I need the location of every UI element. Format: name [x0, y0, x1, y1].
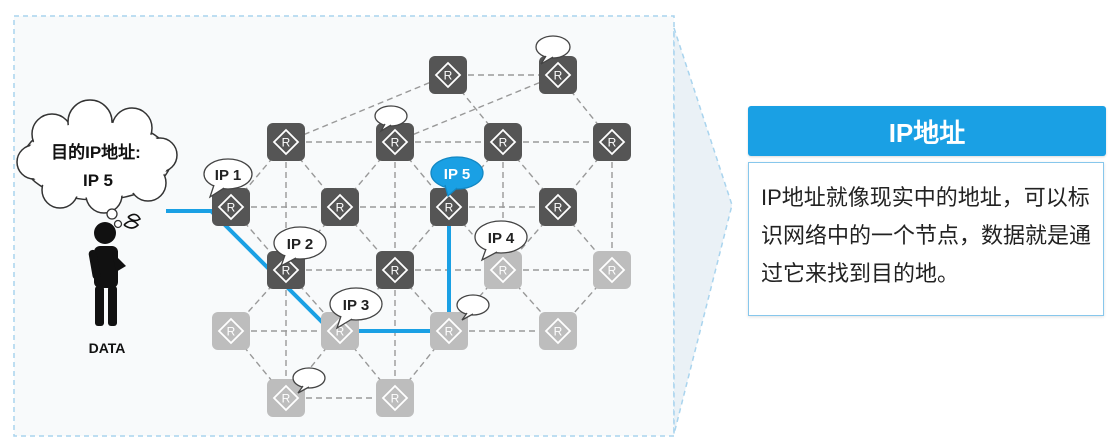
- router-glyph: R: [444, 69, 453, 83]
- router-glyph: R: [608, 136, 617, 150]
- router-glyph: R: [445, 201, 454, 215]
- router-icon: R: [212, 188, 250, 226]
- hop-label-ip2-text: IP 2: [287, 236, 313, 253]
- router-icon: R: [267, 379, 305, 417]
- router-icon: R: [321, 312, 359, 350]
- hop-label-ip1-text: IP 1: [215, 167, 241, 184]
- router-icon: R: [267, 251, 305, 289]
- router-glyph: R: [391, 264, 400, 278]
- hop-label-ip3-text: IP 3: [343, 297, 369, 314]
- router-glyph: R: [336, 325, 345, 339]
- router-glyph: R: [554, 201, 563, 215]
- router-icon: R: [484, 123, 522, 161]
- router-glyph: R: [282, 392, 291, 406]
- router-glyph: R: [282, 264, 291, 278]
- router-icon: R: [429, 56, 467, 94]
- hop-label-ip5: IP 5: [430, 156, 484, 198]
- hop-label-ip4: IP 4: [474, 220, 528, 262]
- router-icon: R: [484, 251, 522, 289]
- router-glyph: R: [554, 69, 563, 83]
- empty-bubble: [535, 35, 571, 65]
- routers: R R R R R R R R R R R R R R R R R R R R: [212, 56, 631, 417]
- router-glyph: R: [608, 264, 617, 278]
- info-panel-body: IP地址就像现实中的地址，可以标识网络中的一个节点，数据就是通过它来找到目的地。: [748, 162, 1104, 316]
- router-glyph: R: [282, 136, 291, 150]
- router-icon: R: [376, 123, 414, 161]
- router-icon: R: [539, 188, 577, 226]
- thought-line-1: 目的IP地址:: [51, 142, 141, 162]
- router-glyph: R: [499, 264, 508, 278]
- empty-bubble: [456, 294, 490, 321]
- thought-line-2: IP 5: [83, 171, 113, 190]
- empty-bubble: [374, 105, 408, 133]
- router-glyph: R: [445, 325, 454, 339]
- info-panel-title: IP地址: [748, 106, 1106, 156]
- router-icon: R: [539, 312, 577, 350]
- hop-label-ip2: IP 2: [273, 226, 327, 268]
- router-glyph: R: [554, 325, 563, 339]
- router-glyph: R: [391, 392, 400, 406]
- empty-bubbles: [292, 35, 571, 394]
- router-icon: R: [212, 312, 250, 350]
- empty-bubble: [292, 367, 326, 394]
- router-icon: R: [539, 56, 577, 94]
- person-label: DATA: [89, 340, 126, 356]
- router-icon: R: [430, 188, 468, 226]
- router-icon: R: [593, 123, 631, 161]
- router-icon: R: [267, 123, 305, 161]
- person-figure: [88, 213, 142, 326]
- router-glyph: R: [336, 201, 345, 215]
- router-glyph: R: [227, 325, 236, 339]
- thought-cloud: 目的IP地址: IP 5: [16, 99, 178, 229]
- router-glyph: R: [499, 136, 508, 150]
- router-icon: R: [376, 251, 414, 289]
- router-glyph: R: [391, 136, 400, 150]
- router-icon: R: [430, 312, 468, 350]
- router-icon: R: [321, 188, 359, 226]
- router-glyph: R: [227, 201, 236, 215]
- router-icon: R: [376, 379, 414, 417]
- hop-label-ip4-text: IP 4: [488, 230, 515, 247]
- hop-label-ip3: IP 3: [329, 287, 383, 330]
- pointer-arrow: [673, 27, 733, 435]
- router-icon: R: [593, 251, 631, 289]
- hop-label-ip5-text: IP 5: [444, 166, 470, 183]
- hop-label-ip1: IP 1: [203, 158, 253, 199]
- info-panel: IP地址 IP地址就像现实中的地址，可以标识网络中的一个节点，数据就是通过它来找…: [748, 106, 1106, 316]
